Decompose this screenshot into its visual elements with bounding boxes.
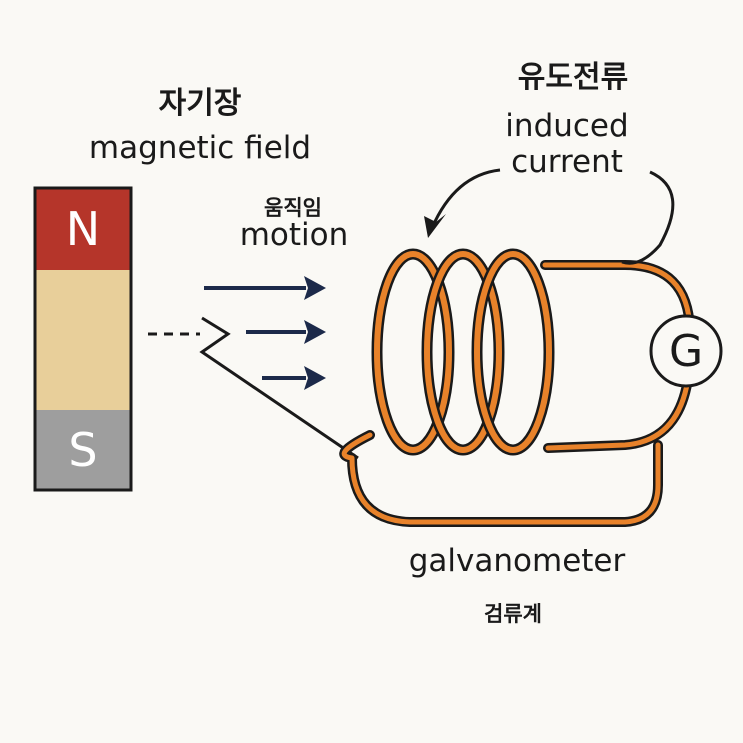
coil <box>371 248 555 456</box>
circuit-wire <box>339 260 695 527</box>
galvanometer-en-label: galvanometer <box>408 543 626 579</box>
north-pole-label: N <box>65 202 101 256</box>
galvanometer-circle <box>649 314 723 388</box>
south-pole-label: S <box>68 423 98 477</box>
arrow-head-right-icon <box>304 276 326 300</box>
magnet-field-lead <box>148 316 359 460</box>
arrow-head-right-icon <box>304 366 326 390</box>
motion-en-label: motion <box>239 217 349 253</box>
magnet-outline <box>33 186 133 492</box>
coil-loop <box>424 251 502 453</box>
magnet-south-pole <box>35 410 131 490</box>
magnetic-field-en-label: magnetic field <box>88 130 312 166</box>
induced-current-en-label-1: induced <box>505 108 629 144</box>
induced-current-en-label-2: current <box>511 144 623 180</box>
coil-loop <box>474 251 552 453</box>
motion-arrows <box>204 276 326 390</box>
magnetic-field-ko-label: 자기장 <box>158 86 242 121</box>
motion-ko-label: 움직임 <box>264 196 322 220</box>
arrow-head-down-icon <box>424 214 446 238</box>
magnet-north-pole <box>35 188 131 270</box>
galvanometer-ko-label: 검류계 <box>484 602 542 626</box>
zigzag-lead <box>199 316 359 460</box>
galvanometer-symbol: G <box>668 325 704 377</box>
arrow-head-right-icon <box>304 320 326 344</box>
induced-current-arrow <box>424 168 675 265</box>
coil-loop <box>374 251 452 453</box>
bar-magnet <box>33 186 133 492</box>
induced-current-ko-label: 유도전류 <box>517 60 629 95</box>
magnet-middle <box>35 270 131 410</box>
